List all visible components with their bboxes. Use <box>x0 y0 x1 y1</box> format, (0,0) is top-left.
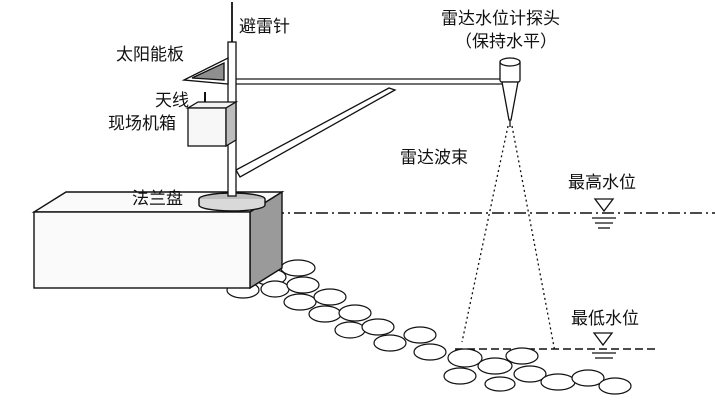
support-strut <box>235 87 397 178</box>
label-radar-probe-line2: （保持水平） <box>455 32 557 52</box>
label-flange-plate: 法兰盘 <box>132 189 183 209</box>
label-antenna: 天线 <box>155 91 189 111</box>
highest-level-marker <box>592 198 616 229</box>
label-highest-water-level: 最高水位 <box>568 173 636 193</box>
foundation-block <box>31 190 285 290</box>
lowest-level-marker <box>592 332 616 359</box>
horizontal-arm <box>233 78 509 85</box>
radar-beam-cone <box>461 125 556 353</box>
solar-panel <box>181 56 229 85</box>
label-lowest-water-level: 最低水位 <box>571 309 639 329</box>
field-cabinet <box>185 100 239 148</box>
label-radar-beam: 雷达波束 <box>400 148 468 168</box>
label-radar-probe-line1: 雷达水位计探头 <box>441 9 560 29</box>
label-solar-panel: 太阳能板 <box>116 45 184 65</box>
label-lightning-rod: 避雷针 <box>239 17 290 37</box>
radar-probe <box>499 57 521 127</box>
label-field-cabinet: 现场机箱 <box>108 114 176 134</box>
